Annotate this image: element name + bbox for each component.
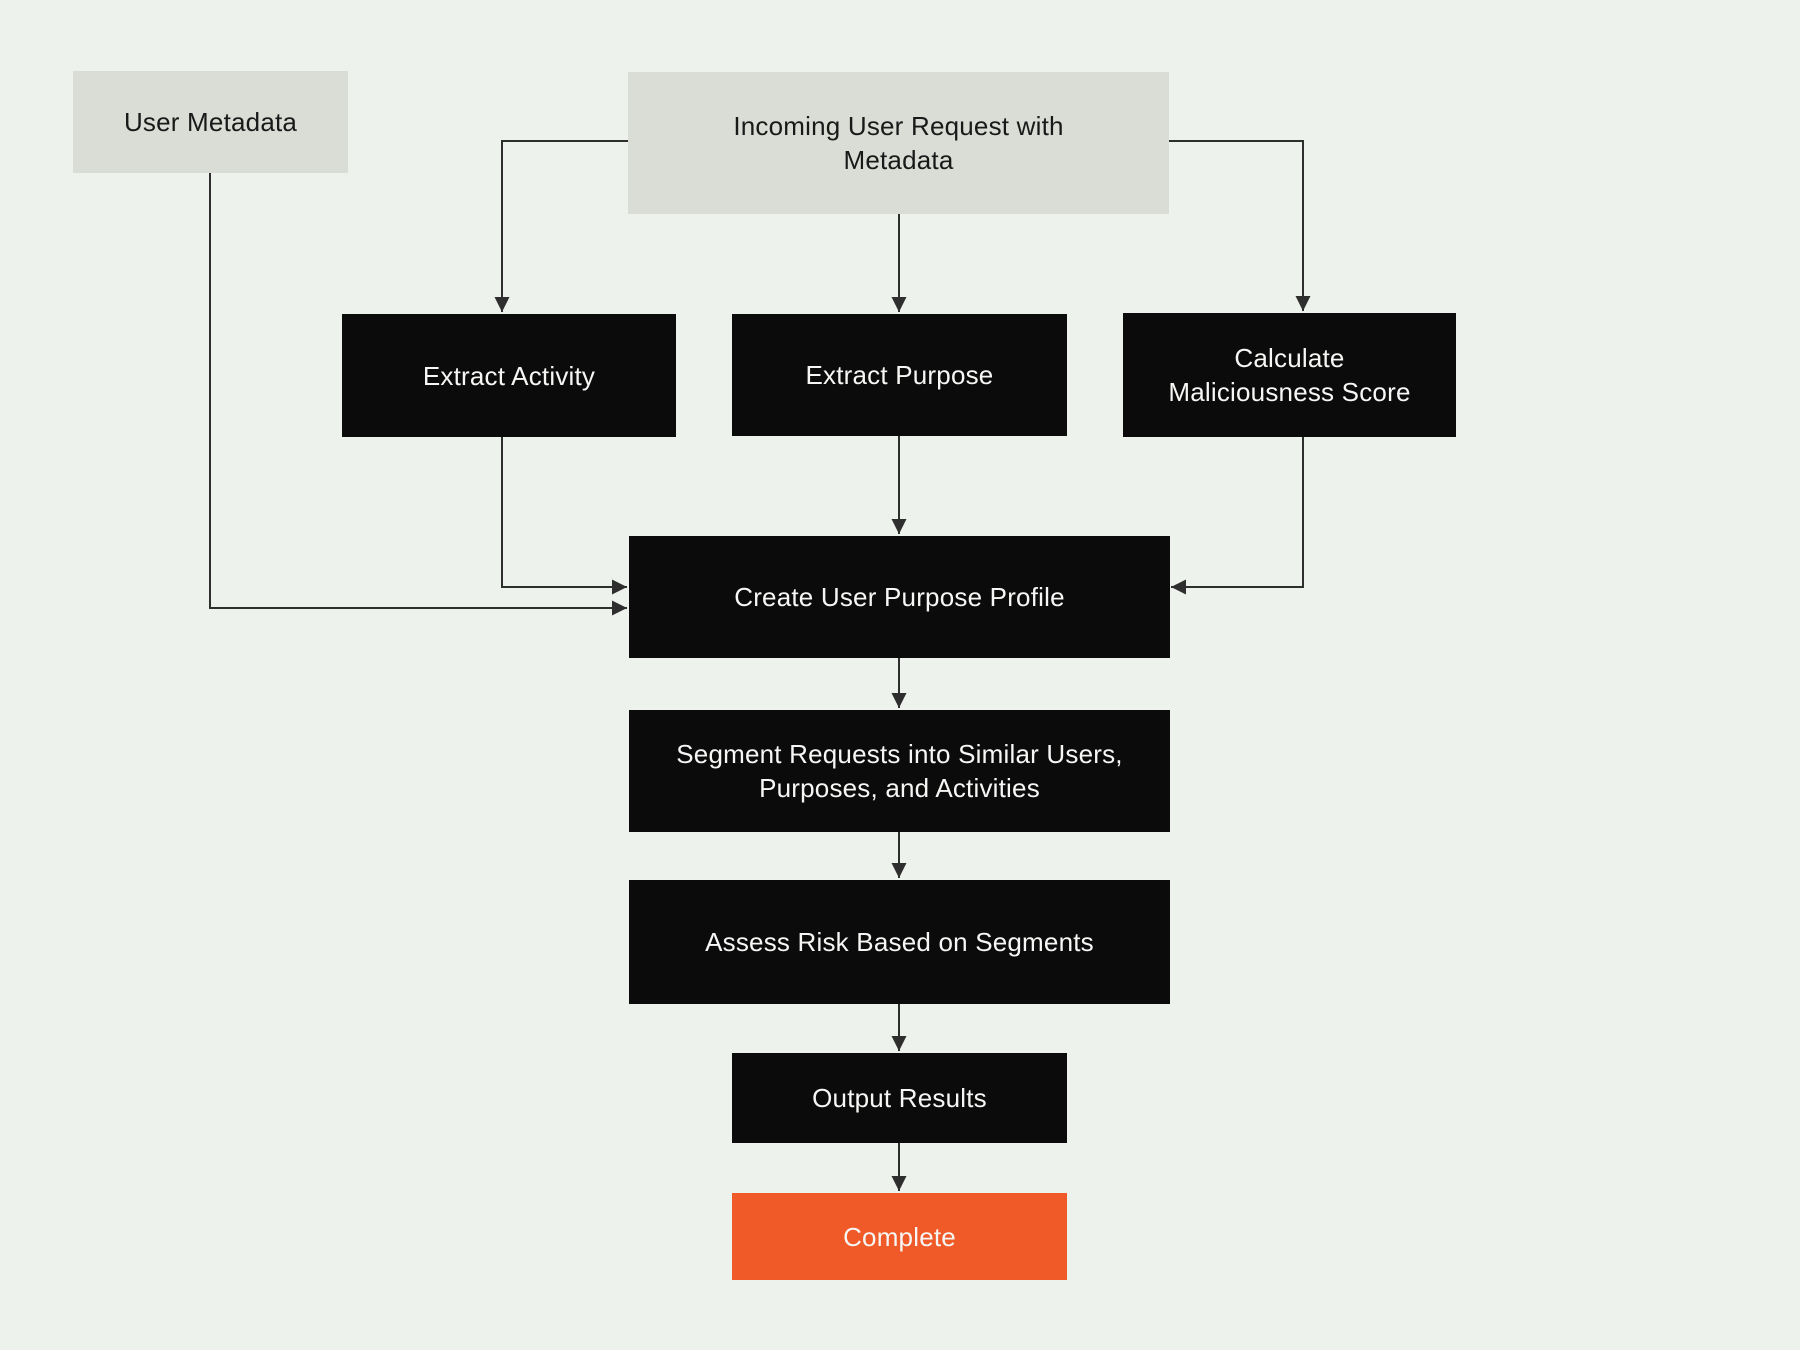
- node-user-metadata-label: User Metadata: [123, 107, 298, 137]
- node-segment-requests-label: Segment Requests into Similar Users, Pur…: [676, 739, 1123, 803]
- node-complete-label: Complete: [843, 1221, 956, 1252]
- node-incoming-request-label: Incoming User Request with Metadata: [733, 111, 1064, 175]
- node-extract-activity-label: Extract Activity: [422, 360, 596, 391]
- edge-incoming-to-calculate-maliciousness: [1169, 140, 1311, 311]
- node-output-results-label: Output Results: [812, 1083, 987, 1113]
- node-extract-purpose: Extract Purpose: [732, 314, 1067, 436]
- edge-user-metadata-to-create-profile: [209, 173, 627, 616]
- node-incoming-request: Incoming User Request with Metadata: [628, 72, 1169, 214]
- node-calculate-maliciousness-label: Calculate Maliciousness Score: [1168, 343, 1411, 407]
- edge-incoming-to-extract-activity: [494, 140, 628, 312]
- node-segment-requests: Segment Requests into Similar Users, Pur…: [629, 710, 1170, 832]
- node-user-metadata: User Metadata: [73, 71, 348, 173]
- node-calculate-maliciousness: Calculate Maliciousness Score: [1123, 313, 1456, 437]
- node-extract-activity: Extract Activity: [342, 314, 676, 437]
- node-output-results: Output Results: [732, 1053, 1067, 1143]
- edge-extract-activity-to-create-profile: [501, 437, 627, 595]
- node-complete: Complete: [732, 1193, 1067, 1280]
- node-create-profile: Create User Purpose Profile: [629, 536, 1170, 658]
- node-assess-risk: Assess Risk Based on Segments: [629, 880, 1170, 1004]
- node-create-profile-label: Create User Purpose Profile: [734, 582, 1065, 612]
- node-extract-purpose-label: Extract Purpose: [805, 360, 994, 390]
- node-assess-risk-label: Assess Risk Based on Segments: [705, 927, 1094, 957]
- edge-calculate-maliciousness-to-create-profile: [1171, 437, 1304, 595]
